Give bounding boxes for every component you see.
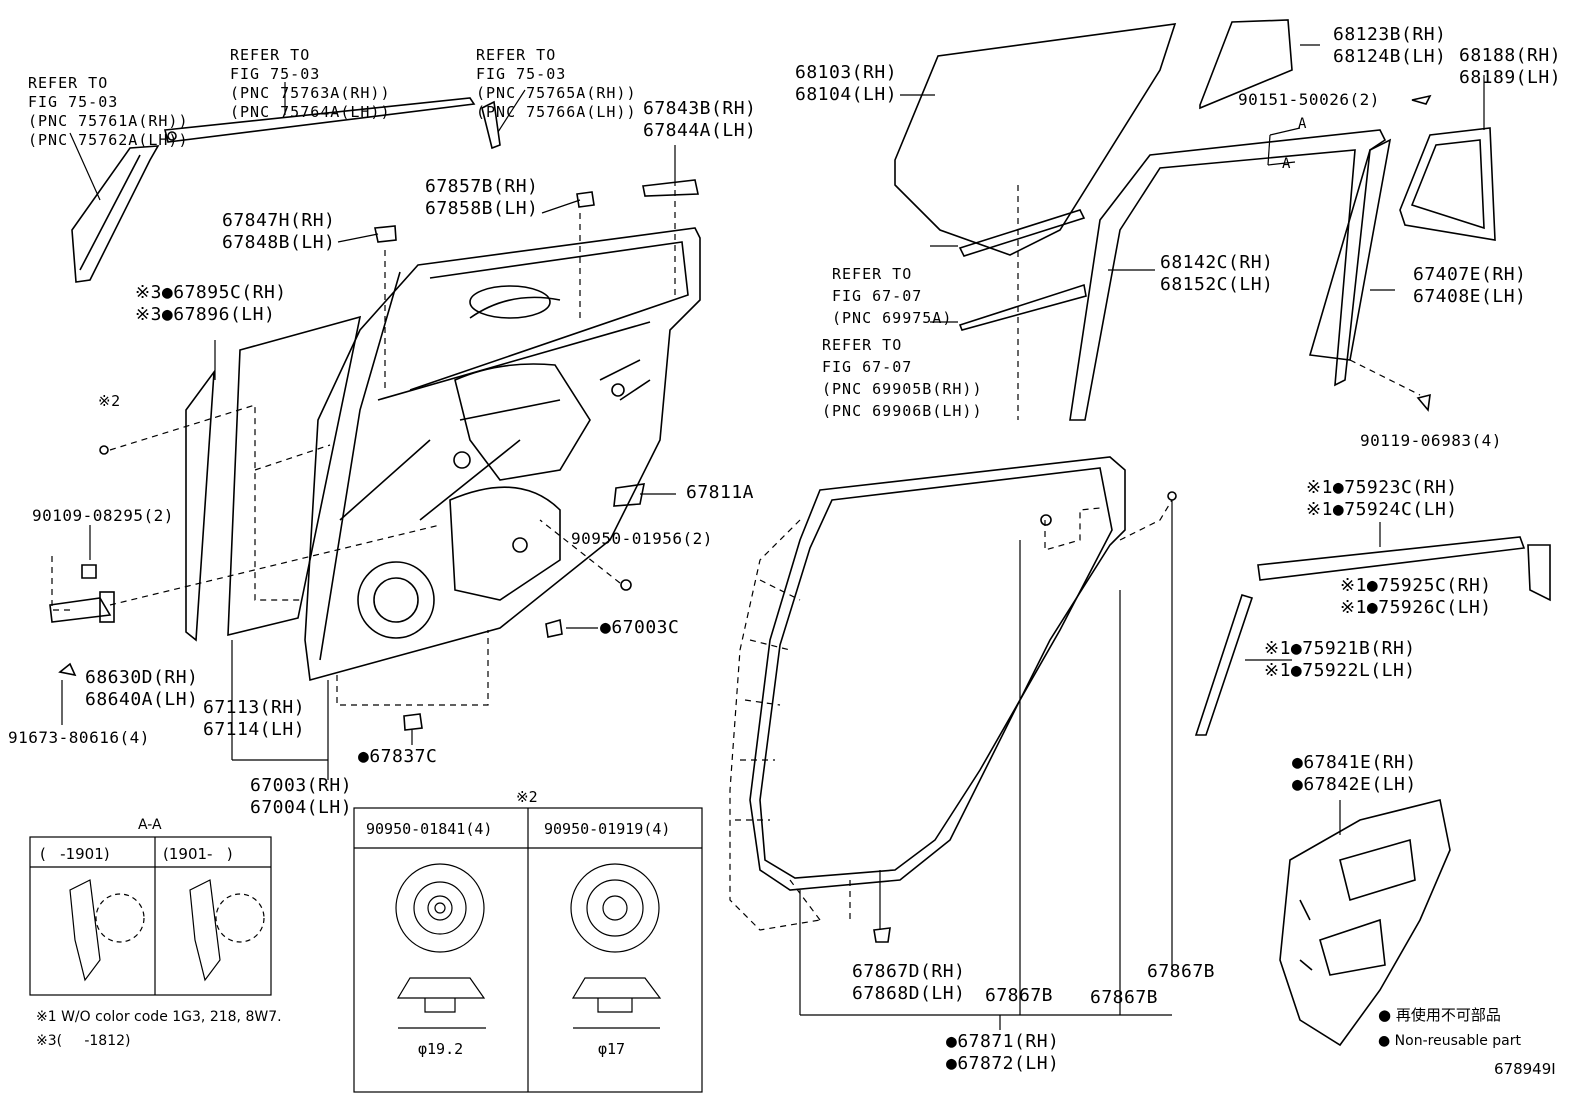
- section-marker-a1: A: [1298, 116, 1307, 132]
- label-67843: 67843B(RH)67844A(LH): [643, 98, 757, 141]
- clip-table-lines: [353, 807, 703, 1093]
- section-markers: [1267, 127, 1301, 166]
- clip-table-dim1: φ19.2: [418, 1040, 464, 1058]
- clip-table-col1: 90950-01841(4): [366, 820, 493, 838]
- footnote-1: ※1 W/O color code 1G3, 218, 8W7.: [36, 1009, 282, 1025]
- label-67003: 67003(RH)67004(LH): [250, 775, 353, 818]
- clip-67857: [576, 191, 595, 208]
- legend-en: ● Non-reusable part: [1378, 1033, 1521, 1049]
- nut-67003c: [545, 618, 563, 638]
- legend-jp: ● 再使用不可部品: [1378, 1006, 1501, 1024]
- door-weatherstrip: [749, 456, 1126, 891]
- label-67867b-2: 67867B: [1090, 987, 1159, 1008]
- leader-lines: [61, 145, 676, 780]
- clip-67867b-b: [1167, 491, 1177, 501]
- label-68103: 68103(RH)68104(LH): [795, 62, 898, 105]
- section-aa-box: [29, 836, 272, 996]
- pillar-garnish-right: [481, 100, 501, 150]
- screw-90119: [1416, 393, 1431, 412]
- label-75925: ※1●75925C(RH)※1●75926C(LH): [1340, 575, 1492, 618]
- clip-67837: [403, 713, 423, 731]
- label-67837: ●67837C: [358, 746, 438, 767]
- label-75921: ※1●75921B(RH)※1●75922L(LH): [1264, 638, 1416, 681]
- section-aa-col1: ( -1901): [40, 845, 110, 863]
- section-aa-title: A-A: [138, 817, 162, 833]
- glass-run-channel: [1069, 129, 1387, 421]
- leader-dashes-left: [51, 190, 676, 706]
- clip-table-col2: 90950-01919(4): [544, 820, 671, 838]
- figure-id: 678949I: [1494, 1060, 1556, 1078]
- quarter-glass: [1308, 127, 1496, 361]
- door-outer-panel: [185, 315, 362, 642]
- weatherstrip-leaders: [799, 500, 1173, 1030]
- label-67847: 67847H(RH)67848B(LH): [222, 210, 336, 253]
- label-90151: 90151-50026(2): [1238, 90, 1380, 109]
- weatherstrip-clip-dashes: [729, 499, 1173, 931]
- label-67895: ※3●67895C(RH)※3●67896(LH): [135, 282, 287, 325]
- label-68123: 68123B(RH)68124B(LH): [1333, 24, 1447, 67]
- belt-moulding-outer: [1194, 536, 1551, 736]
- clip-67867d: [873, 927, 891, 943]
- label-67857: 67857B(RH)67858B(LH): [425, 176, 539, 219]
- service-hole-cover: [1279, 799, 1451, 1047]
- label-91673: 91673-80616(4): [8, 728, 150, 747]
- label-75923: ※1●75923C(RH)※1●75924C(LH): [1306, 477, 1458, 520]
- label-68188: 68188(RH)68189(LH): [1459, 45, 1562, 88]
- door-inner-panel: [304, 227, 701, 682]
- label-67871: ●67871(RH)●67872(LH): [946, 1031, 1060, 1074]
- label-90109: 90109-08295(2): [32, 506, 174, 525]
- door-glass: [894, 19, 1293, 331]
- clip-67867b-a: [1040, 514, 1052, 526]
- pillar-garnish-left: [71, 145, 160, 283]
- door-check-assembly: [49, 564, 115, 677]
- section-marker-a2: A: [1282, 156, 1291, 172]
- label-67407: 67407E(RH)67408E(LH): [1413, 264, 1527, 307]
- belt-moulding-top: [164, 97, 476, 143]
- label-68630: 68630D(RH)68640A(LH): [85, 667, 199, 710]
- label-67867b-1: 67867B: [985, 985, 1054, 1006]
- section-aa-col2: (1901- ): [163, 845, 233, 863]
- footnote-3: ※3( -1812): [36, 1033, 131, 1049]
- clip-table-dim2: φ17: [598, 1040, 626, 1058]
- clip-67847: [374, 225, 397, 243]
- cap-note2: [99, 445, 109, 455]
- label-68142: 68142C(RH)68152C(LH): [1160, 252, 1274, 295]
- label-note2: ※2: [98, 392, 121, 410]
- clip-table-note: ※2: [516, 788, 538, 806]
- label-67003c: ●67003C: [600, 617, 680, 638]
- label-67841: ●67841E(RH)●67842E(LH): [1292, 752, 1417, 795]
- label-90119: 90119-06983(4): [1360, 431, 1502, 450]
- label-67113: 67113(RH)67114(LH): [203, 697, 306, 740]
- screw-90151: [1411, 94, 1432, 105]
- seal-67811: [613, 483, 646, 507]
- label-67867b-3: 67867B: [1147, 961, 1216, 982]
- nut-90950: [620, 579, 632, 591]
- label-67811: 67811A: [686, 482, 755, 503]
- handle-67843: [642, 179, 699, 197]
- label-67867d: 67867D(RH)67868D(LH): [852, 961, 966, 1004]
- label-90950-01956: 90950-01956(2): [571, 529, 713, 548]
